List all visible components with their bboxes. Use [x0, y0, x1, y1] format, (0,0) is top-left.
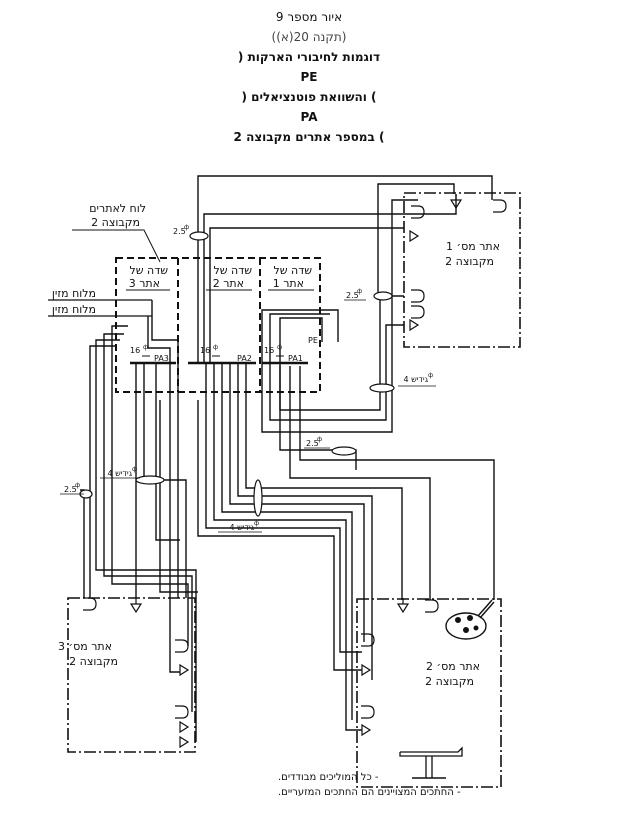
- svg-text:מלוח מזין: מלוח מזין: [52, 287, 96, 300]
- svg-text:שדה של: שדה של: [273, 264, 312, 277]
- svg-text:PA3: PA3: [154, 354, 169, 363]
- svg-text:אתר 2: אתר 2: [213, 277, 244, 290]
- svg-text:PA1: PA1: [288, 354, 303, 363]
- svg-text:16: 16: [200, 346, 210, 355]
- svg-text:16: 16: [264, 346, 274, 355]
- title-pa: PA: [300, 110, 318, 124]
- conductors: [80, 175, 495, 742]
- title-line-2: ) והשוואת פוטנציאלים (: [241, 90, 377, 104]
- svg-text:שדה של: שדה של: [129, 264, 168, 277]
- panel-label: לוח לאתרים מקבוצה 2: [72, 202, 161, 263]
- svg-text:2.5: 2.5: [346, 291, 359, 300]
- site-2-enclosure: אתר מס׳ 2 מקבוצה 2: [356, 597, 502, 788]
- svg-text:2.5: 2.5: [64, 485, 77, 494]
- svg-text:ф: ф: [317, 436, 322, 443]
- bundle-markers: [79, 231, 395, 517]
- svg-text:2.5: 2.5: [306, 439, 319, 448]
- svg-text:16: 16: [130, 346, 140, 355]
- svg-text:מקבוצה 2: מקבוצה 2: [445, 255, 494, 268]
- svg-text:מלוח מזין: מלוח מזין: [52, 303, 96, 316]
- svg-text:אתר מס׳ 3: אתר מס׳ 3: [58, 640, 112, 653]
- svg-text:ф: ф: [184, 224, 189, 231]
- svg-text:שדה של: שדה של: [213, 264, 252, 277]
- svg-text:ф: ф: [254, 520, 259, 527]
- busbar-pa3: PA3 16 ф: [130, 344, 176, 365]
- site-1-enclosure: אתר מס׳ 1 מקבוצה 2: [403, 192, 521, 348]
- svg-text:4 גידיש: 4 גידיש: [403, 375, 428, 384]
- operating-table-icon: [399, 746, 463, 779]
- svg-text:4 גידיש: 4 גידיש: [107, 469, 132, 478]
- site-3-enclosure: אתר מס׳ 3 מקבוצה 2: [58, 597, 196, 753]
- footnotes: - כל המוליכים מבודדים. - החתכים המצוייני…: [278, 772, 461, 798]
- svg-text:ф: ф: [357, 288, 362, 295]
- svg-text:לוח לאתרים: לוח לאתרים: [89, 202, 146, 215]
- feed-labels: מלוח מזין מלוח מזין: [48, 287, 152, 317]
- svg-text:אתר 3: אתר 3: [129, 277, 160, 290]
- svg-text:אתר מס׳ 1: אתר מס׳ 1: [446, 240, 500, 253]
- title-pe: PE: [300, 70, 318, 84]
- svg-text:PE: PE: [308, 336, 318, 345]
- svg-text:ф: ф: [143, 344, 148, 351]
- svg-text:PA2: PA2: [237, 354, 252, 363]
- svg-text:מקבוצה 2: מקבוצה 2: [425, 675, 474, 688]
- field-labels: שדה של אתר 3 שדה של אתר 2 שדה של אתר 1: [126, 264, 314, 291]
- svg-text:אתר מס׳ 2: אתר מס׳ 2: [426, 660, 480, 673]
- svg-text:ф: ф: [213, 344, 218, 351]
- title-line-3: ) במספר אתרים מקבוצה 2: [233, 130, 385, 144]
- svg-text:מקבוצה 2: מקבוצה 2: [69, 655, 118, 668]
- surgical-lamp-icon: [445, 599, 495, 640]
- svg-text:ф: ф: [132, 466, 137, 473]
- regulation-ref: (תקנה 20(א)): [271, 30, 347, 44]
- title-line-1: דוגמות לחיבורי הארקות (: [237, 50, 381, 64]
- svg-text:- החתכים המצויינים הם החתכים ה: - החתכים המצויינים הם החתכים המזעריים.: [278, 787, 461, 798]
- svg-text:4 גידיש: 4 גידיש: [229, 523, 254, 532]
- svg-text:ф: ф: [75, 482, 80, 489]
- svg-text:2.5: 2.5: [173, 227, 186, 236]
- svg-text:אתר 1: אתר 1: [273, 277, 304, 290]
- svg-text:מקבוצה 2: מקבוצה 2: [91, 216, 140, 229]
- figure-number: איור מספר 9: [275, 10, 343, 24]
- svg-text:- כל המוליכים מבודדים.: - כל המוליכים מבודדים.: [278, 772, 379, 783]
- svg-text:ф: ф: [428, 372, 433, 379]
